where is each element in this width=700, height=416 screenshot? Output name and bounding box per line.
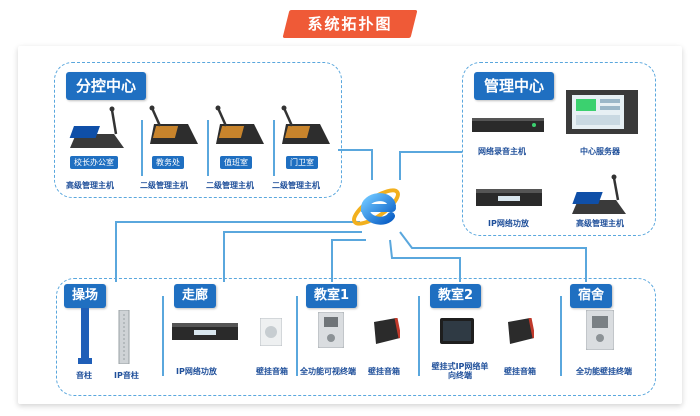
- device-label: IP网络功放: [176, 367, 217, 376]
- device-label: 壁挂音箱: [368, 367, 400, 376]
- wall-speaker-icon: [260, 318, 282, 346]
- console-host-icon: [281, 105, 330, 144]
- room-label-principal: 校长办公室: [70, 156, 118, 169]
- device-label: 高级管理主机: [576, 219, 624, 228]
- wall-speaker-icon: [508, 318, 534, 344]
- group-divider: [273, 120, 275, 176]
- management-center-group: [462, 62, 656, 236]
- control-center-tag: 分控中心: [66, 72, 147, 100]
- network-hub-icon: [352, 188, 400, 226]
- console-host-icon: [149, 105, 198, 144]
- terminal-zones-group: [56, 278, 656, 396]
- wall-terminal-icon: [586, 310, 614, 350]
- zone-tag-playground: 操场: [64, 284, 107, 308]
- zone-tag-classroom-1: 教室1: [306, 284, 358, 308]
- device-label: 壁挂音箱: [504, 367, 536, 376]
- amplifier-icon: [172, 323, 238, 340]
- room-label-guard-room: 门卫室: [286, 156, 318, 169]
- device-label: 二级管理主机: [140, 181, 188, 190]
- device-label: 壁挂音箱: [256, 367, 288, 376]
- rack-unit-icon: [472, 118, 544, 132]
- device-label: 中心服务器: [580, 147, 620, 156]
- zone-divider: [296, 296, 298, 376]
- device-label: 壁挂式IP网络单向终端: [431, 362, 489, 380]
- device-label: 高级管理主机: [66, 181, 114, 190]
- zone-divider: [560, 296, 562, 376]
- visual-terminal-icon: [318, 312, 344, 348]
- console-host-icon: [215, 105, 264, 144]
- device-label: IP网络功放: [488, 219, 529, 228]
- device-label: 二级管理主机: [206, 181, 254, 190]
- wall-speaker-icon: [374, 318, 400, 344]
- zone-tag-corridor: 走廊: [174, 284, 217, 308]
- room-label-duty-room: 值班室: [220, 156, 252, 169]
- zone-divider: [162, 296, 164, 376]
- device-label: 二级管理主机: [272, 181, 320, 190]
- server-monitor-icon: [566, 90, 638, 134]
- device-label: 网络录音主机: [478, 147, 526, 156]
- control-center-group: [54, 62, 342, 198]
- diagram-title: 系统拓扑图: [307, 15, 393, 33]
- console-host-icon: [572, 174, 626, 214]
- device-label: 音柱: [76, 371, 92, 380]
- column-speaker-icon: [118, 310, 130, 364]
- wall-terminal-icon: [440, 318, 474, 344]
- zone-tag-classroom-2: 教室2: [430, 284, 482, 308]
- device-label: 全功能壁挂终端: [576, 367, 632, 376]
- zone-tag-dormitory: 宿舍: [570, 284, 613, 308]
- column-speaker-icon: [78, 308, 92, 364]
- group-divider: [141, 120, 143, 176]
- room-label-academic-office: 教务处: [152, 156, 184, 169]
- group-divider: [207, 120, 209, 176]
- console-host-icon: [69, 106, 124, 148]
- device-label: 全功能可视终端: [300, 367, 356, 376]
- amplifier-icon: [476, 189, 542, 206]
- device-label: IP音柱: [114, 371, 139, 380]
- management-center-tag: 管理中心: [474, 72, 555, 100]
- zone-divider: [418, 296, 420, 376]
